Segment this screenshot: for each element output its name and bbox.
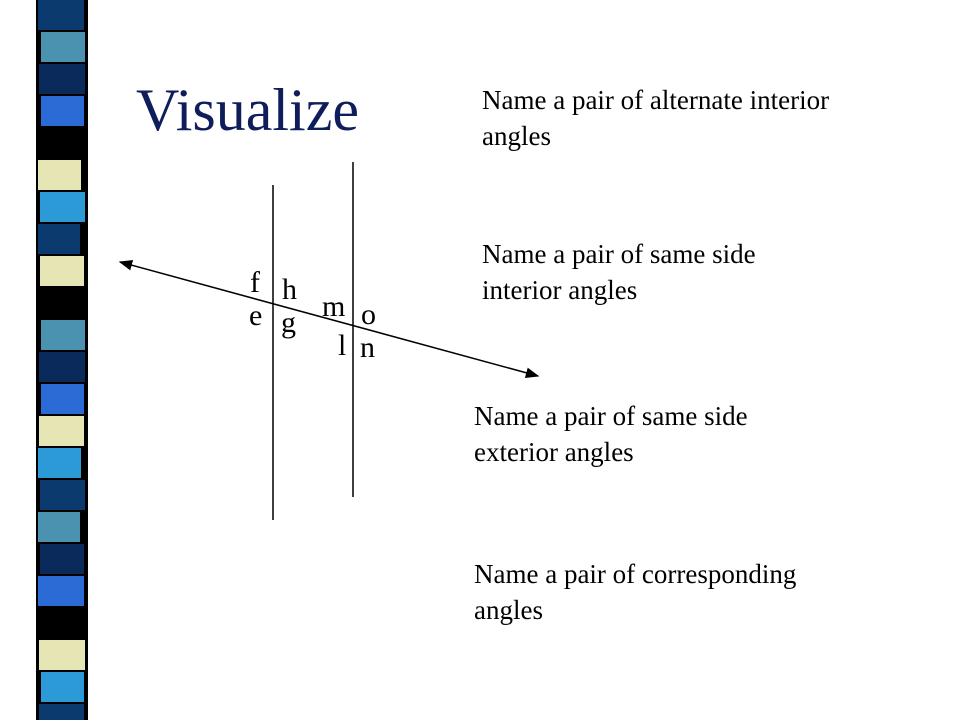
angle-label-m: m — [322, 290, 345, 323]
angle-label-e: e — [249, 299, 262, 332]
angle-label-l: l — [338, 329, 346, 362]
question-line: angles — [474, 595, 543, 625]
stripe-segment — [40, 192, 85, 222]
question-alternate-interior: Name a pair of alternate interior angles — [482, 82, 829, 154]
angle-label-n: n — [360, 331, 375, 364]
stripe-segment — [38, 0, 84, 30]
stripe-segment — [40, 480, 85, 510]
stripe-segment — [38, 288, 84, 318]
stripe-segment — [40, 544, 84, 574]
question-same-side-exterior: Name a pair of same side exterior angles — [474, 398, 748, 470]
angle-label-f: f — [250, 266, 260, 299]
question-line: Name a pair of same side — [474, 401, 748, 431]
stripe-segment — [40, 256, 84, 286]
stripe-segment — [41, 32, 85, 62]
stripe-segment — [39, 640, 85, 670]
stripe-segment — [38, 576, 84, 606]
stripe-segment — [39, 704, 84, 720]
stripe-segment — [38, 512, 80, 542]
question-line: Name a pair of alternate interior — [482, 85, 830, 115]
stripe-segment — [38, 224, 80, 254]
stripe-segment — [41, 96, 84, 126]
stripe-segment — [41, 384, 84, 414]
stripe-segment — [38, 160, 81, 190]
question-line: Name a pair of corresponding — [474, 559, 797, 589]
angle-label-h: h — [282, 273, 297, 306]
slide-title: Visualize — [136, 77, 359, 143]
question-line: angles — [482, 121, 551, 151]
stripe-segment — [39, 352, 85, 382]
angle-label-g: g — [281, 306, 296, 339]
stripe-segment — [41, 320, 85, 350]
stripe-segment — [41, 672, 84, 702]
stripe-segment — [39, 128, 84, 158]
stripe-segment — [41, 608, 85, 638]
angle-label-o: o — [361, 298, 376, 331]
decorative-stripe-bar — [36, 0, 88, 720]
stripe-segment — [39, 416, 84, 446]
transversal-line — [118, 259, 540, 379]
stripe-segment — [39, 64, 85, 94]
question-line: exterior angles — [474, 437, 634, 467]
stripe-segment — [38, 448, 81, 478]
question-corresponding: Name a pair of corresponding angles — [474, 556, 796, 628]
